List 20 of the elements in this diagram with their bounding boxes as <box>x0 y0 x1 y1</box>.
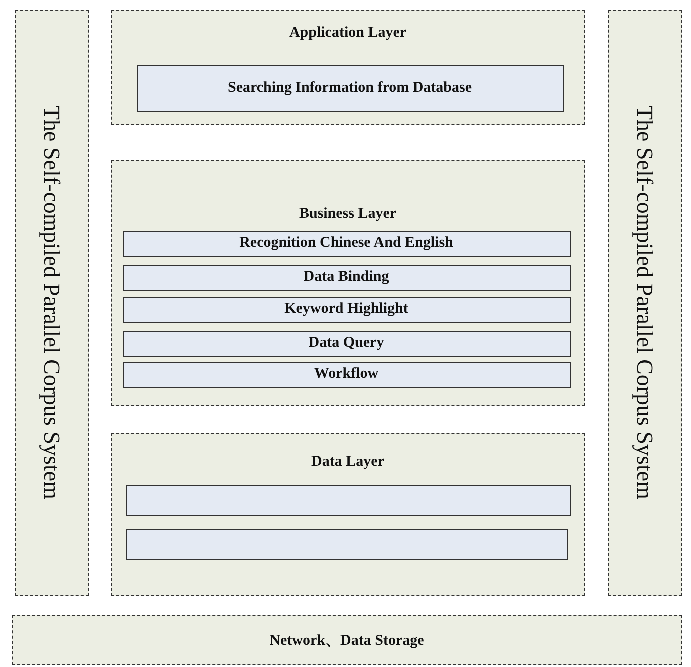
layer-panel <box>111 10 585 125</box>
component-box: Keyword Highlight <box>122 296 570 322</box>
layer-panel <box>12 615 682 665</box>
layer-heading: Network、Data Storage <box>268 632 426 650</box>
layer-panel <box>111 160 585 406</box>
side-panel <box>608 10 682 596</box>
vertical-heading: The Self-compiled Parallel Corpus System <box>632 106 658 500</box>
component-box: Data Query <box>122 330 570 356</box>
component-box: Searching Information from Database <box>136 64 564 112</box>
layer-heading: Data Layer <box>310 454 386 471</box>
empty-box <box>126 528 568 560</box>
component-box: Workflow <box>122 362 570 388</box>
layer-heading: Application Layer <box>288 25 408 42</box>
component-box: Recognition Chinese And English <box>122 230 570 256</box>
side-panel <box>15 10 89 596</box>
empty-box <box>126 484 570 516</box>
component-box: Data Binding <box>122 264 570 290</box>
vertical-heading: The Self-compiled Parallel Corpus System <box>38 106 64 500</box>
layer-panel <box>111 433 585 596</box>
layer-heading: Business Layer <box>298 206 398 223</box>
